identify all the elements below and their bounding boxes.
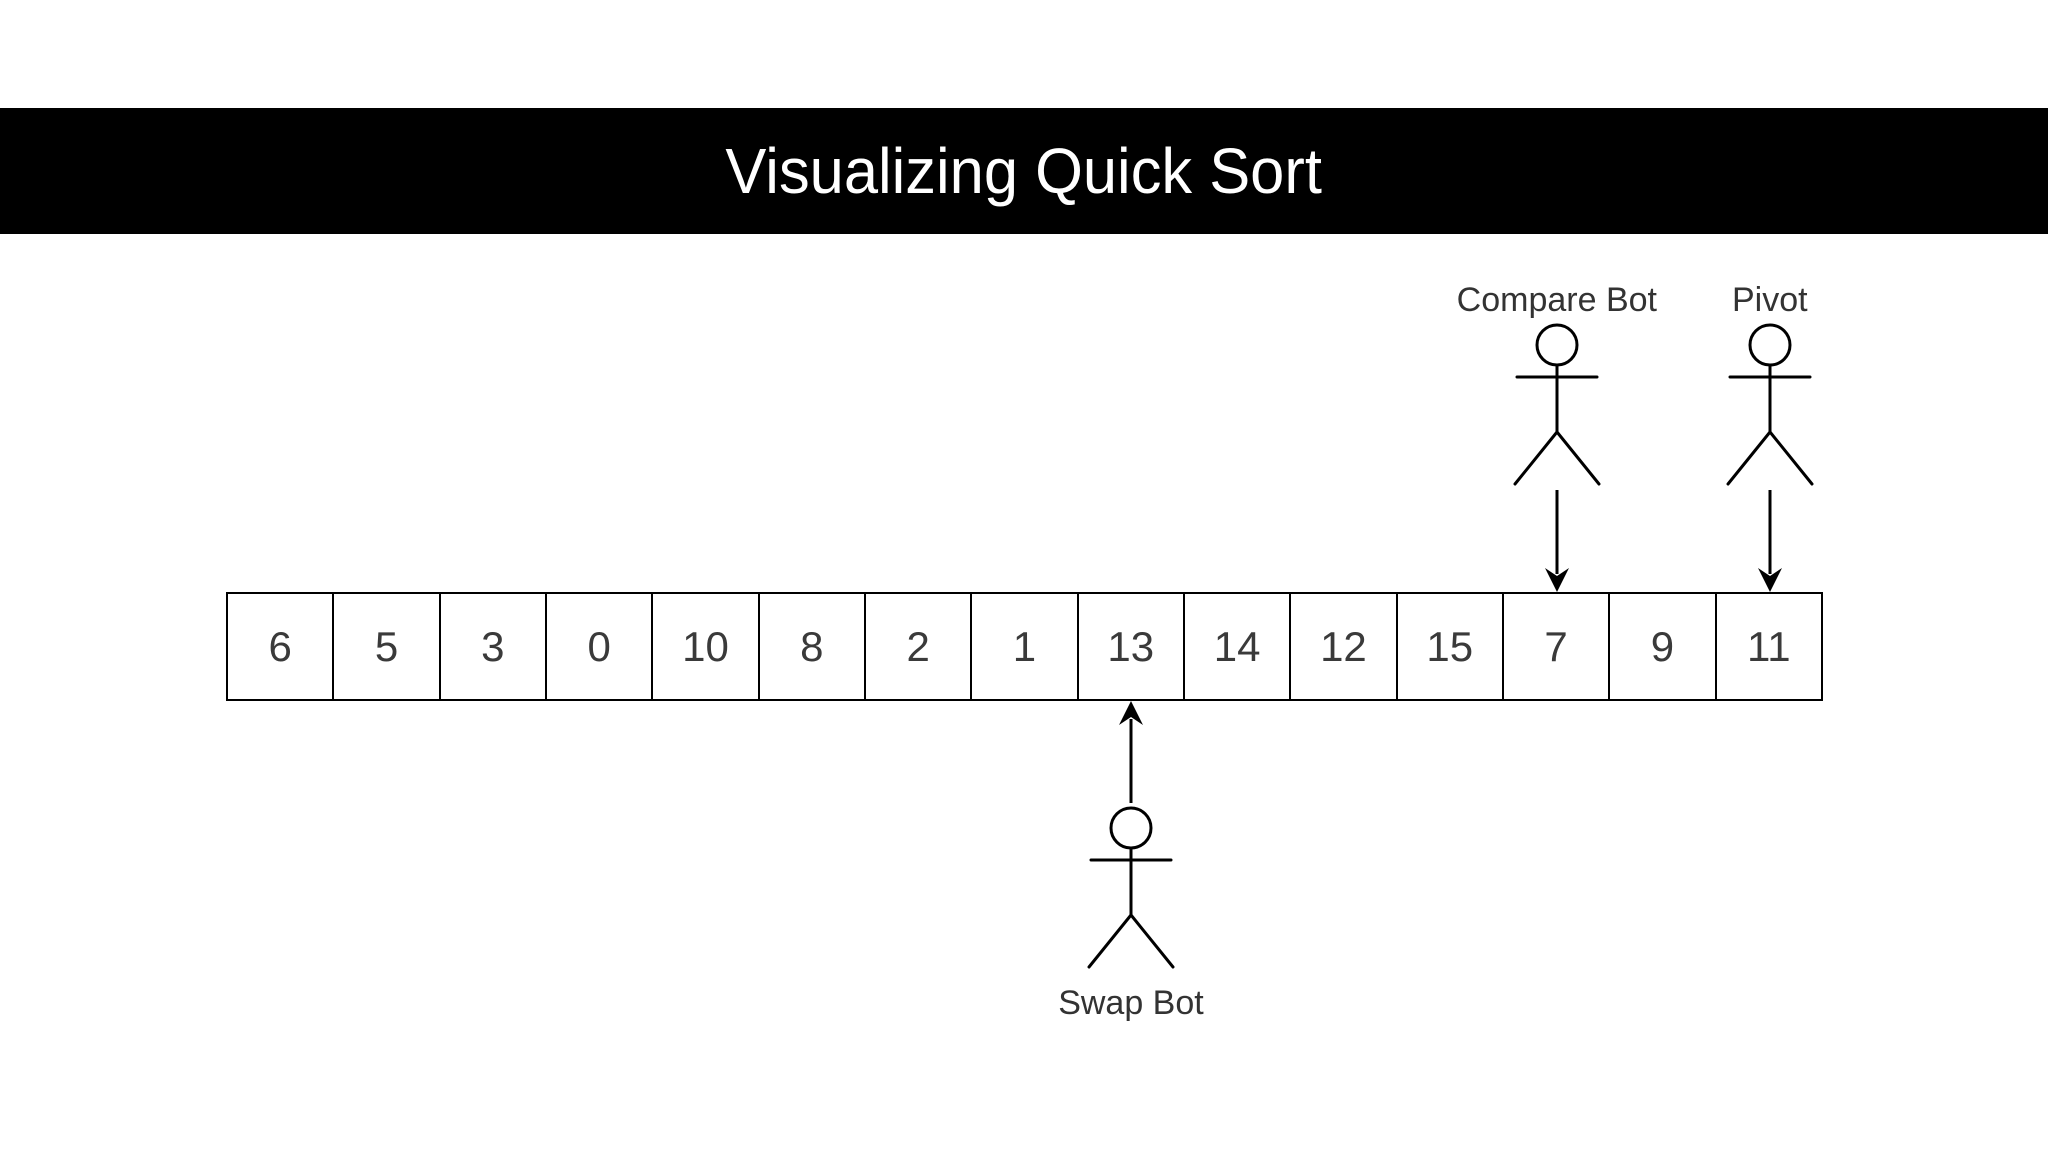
array-cell-value: 13	[1107, 622, 1155, 670]
array-cell: 7	[1501, 592, 1611, 701]
swap-bot-group: Swap Bot	[1001, 701, 1261, 1025]
pivot-group: Pivot	[1640, 278, 1900, 592]
array-cell: 9	[1608, 592, 1717, 701]
swap-bot-label: Swap Bot	[1058, 984, 1204, 1022]
arrow-down-icon	[1544, 490, 1569, 592]
array-cell-value: 14	[1213, 622, 1261, 670]
array-cell: 3	[438, 592, 547, 701]
compare-bot-group: Compare Bot	[1427, 278, 1687, 592]
array-cell: 10	[651, 592, 760, 701]
array-cell-value: 0	[587, 622, 611, 670]
array-cell-value: 11	[1746, 622, 1791, 670]
array-cell: 13	[1076, 592, 1185, 701]
stick-figure-icon	[1513, 323, 1601, 486]
array-cell-value: 12	[1320, 622, 1367, 670]
compare-bot-label: Compare Bot	[1456, 281, 1657, 319]
array-cell: 15	[1395, 592, 1504, 701]
array-cell: 1	[970, 592, 1079, 701]
array-cell-value: 6	[268, 622, 292, 670]
array-cell-value: 5	[374, 622, 399, 670]
array-cell-value: 1	[1012, 622, 1037, 670]
array-cell-value: 15	[1426, 622, 1474, 670]
array-cell-value: 9	[1650, 622, 1675, 670]
array-cell-value: 2	[906, 622, 930, 670]
array-cell: 0	[544, 592, 654, 701]
arrow-down-icon	[1757, 490, 1782, 592]
array-cell: 11	[1714, 592, 1823, 701]
arrow-up-icon	[1118, 701, 1143, 803]
array-cell-value: 3	[481, 622, 505, 670]
page-title: Visualizing Quick Sort	[725, 135, 1323, 207]
array-cell-value: 7	[1544, 622, 1568, 670]
array-cell: 12	[1289, 592, 1398, 701]
array-cell-value: 10	[682, 622, 729, 670]
stick-figure-icon	[1726, 323, 1814, 486]
array-row: 6 5 3 0 10 8 2 1 13 14 12 15 7 9 11	[226, 592, 1823, 701]
array-cell-value: 8	[800, 622, 824, 670]
stick-figure-icon	[1087, 806, 1175, 969]
array-cell: 14	[1182, 592, 1292, 701]
title-bar: Visualizing Quick Sort	[0, 108, 2048, 234]
pivot-label: Pivot	[1731, 281, 1808, 319]
array-cell: 8	[757, 592, 866, 701]
array-cell: 2	[863, 592, 973, 701]
array-cell: 5	[332, 592, 441, 701]
array-cell: 6	[226, 592, 335, 701]
